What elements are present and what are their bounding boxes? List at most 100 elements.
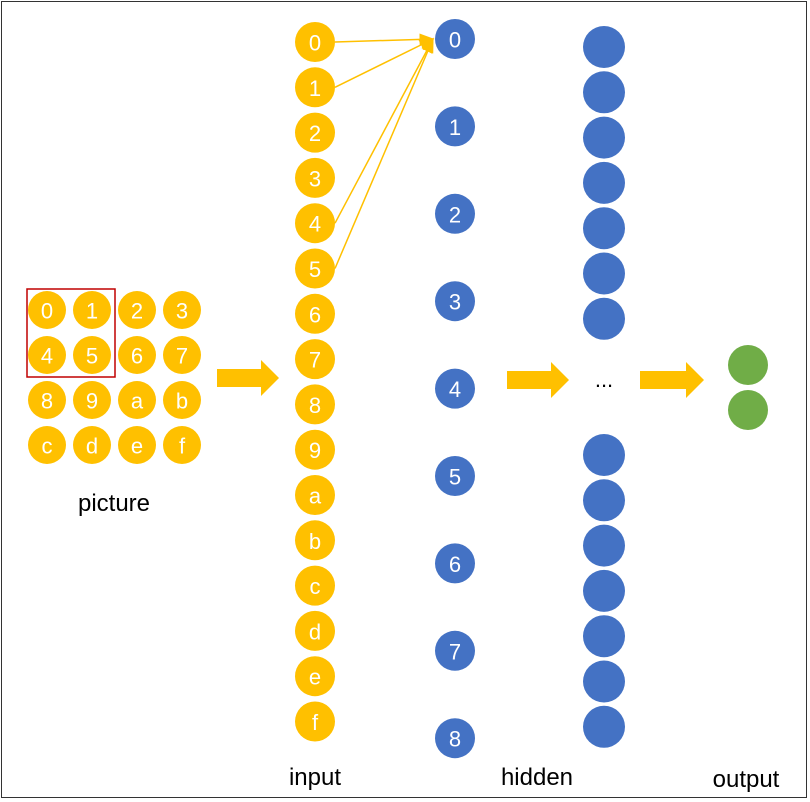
picture-pixel-c-label: c [42, 434, 53, 459]
deep-node-bottom-2 [583, 479, 625, 522]
deep-node-top-2 [583, 71, 625, 114]
picture-pixel-0-label: 0 [41, 299, 53, 324]
deep-node-bottom-4 [583, 569, 625, 612]
picture-pixel-d-label: d [86, 434, 98, 459]
hidden-node-3 [435, 281, 475, 322]
input-node-3 [295, 157, 335, 198]
connection-input-4-to-hidden-0 [334, 37, 434, 224]
hidden-node-1 [435, 106, 475, 147]
picture-pixel-a-label: a [131, 389, 144, 414]
input-node-8 [295, 384, 335, 425]
connection-input-5-to-hidden-0 [334, 37, 434, 269]
picture-pixel-f-label: f [179, 434, 186, 459]
input-node-8-label: 8 [309, 393, 321, 418]
input-node-c-label: c [310, 574, 321, 599]
input-node-0 [295, 22, 335, 62]
arrow-hidden-to-deep [507, 362, 569, 398]
picture-pixel-5 [73, 336, 111, 374]
input-node-4-label: 4 [309, 212, 321, 237]
deep-layer-ellipsis: ... [595, 367, 613, 392]
input-node-f-label: f [312, 710, 319, 735]
hidden-node-7-label: 7 [449, 639, 461, 664]
receptive-field-box [26, 288, 116, 378]
input-node-1 [295, 67, 335, 108]
hidden-node-5 [435, 456, 475, 496]
hidden-node-3-label: 3 [449, 290, 461, 315]
connection-input-0-to-hidden-0 [334, 33, 435, 46]
input-label: input [289, 764, 341, 791]
hidden-node-0 [435, 19, 475, 59]
arrow-deep-to-output [640, 362, 704, 398]
arrow-picture-to-input [217, 360, 279, 396]
output-label: output [713, 766, 780, 793]
input-node-d [295, 610, 335, 651]
deep-node-top-5 [583, 207, 625, 250]
picture-pixel-2-label: 2 [131, 299, 143, 324]
picture-pixel-5-label: 5 [86, 344, 98, 369]
input-node-7 [295, 339, 335, 380]
hidden-node-1-label: 1 [449, 115, 461, 140]
deep-node-bottom-6 [583, 660, 625, 703]
picture-pixel-8-label: 8 [41, 389, 53, 414]
hidden-node-8 [435, 718, 475, 759]
picture-pixel-6 [118, 336, 156, 374]
picture-pixel-b [163, 381, 201, 419]
deep-node-bottom-5 [583, 615, 625, 658]
input-node-e-label: e [309, 665, 321, 690]
hidden-node-5-label: 5 [449, 465, 461, 490]
picture-label: picture [78, 490, 150, 517]
input-node-b-label: b [309, 529, 321, 554]
input-node-1-label: 1 [309, 76, 321, 101]
hidden-node-7 [435, 630, 475, 671]
picture-pixel-9-label: 9 [86, 389, 98, 414]
hidden-label: hidden [501, 764, 573, 791]
input-node-6 [295, 293, 335, 334]
hidden-node-4-label: 4 [449, 377, 461, 402]
picture-pixel-a [118, 381, 156, 419]
picture-pixel-1-label: 1 [86, 299, 98, 324]
hidden-node-6-label: 6 [449, 552, 461, 577]
picture-pixel-e [118, 426, 156, 464]
input-node-c [295, 565, 335, 606]
deep-node-top-7 [583, 297, 625, 340]
input-node-4 [295, 203, 335, 244]
deep-node-bottom-1 [583, 434, 625, 476]
input-node-0-label: 0 [309, 31, 321, 56]
input-node-a-label: a [309, 484, 322, 509]
deep-node-top-1 [583, 26, 625, 68]
input-node-7-label: 7 [309, 348, 321, 373]
picture-pixel-b-label: b [176, 389, 188, 414]
output-node-2 [728, 390, 768, 430]
picture-pixel-1 [73, 291, 111, 329]
hidden-node-2-label: 2 [449, 202, 461, 227]
picture-pixel-8 [28, 381, 66, 419]
input-node-3-label: 3 [309, 166, 321, 191]
input-node-b [295, 520, 335, 561]
picture-pixel-4-label: 4 [41, 344, 53, 369]
picture-pixel-4 [28, 336, 66, 374]
picture-pixel-9 [73, 381, 111, 419]
picture-pixel-e-label: e [131, 434, 143, 459]
input-node-2-label: 2 [309, 121, 321, 146]
output-node-1 [728, 345, 768, 385]
picture-pixel-2 [118, 291, 156, 329]
input-node-d-label: d [309, 619, 321, 644]
picture-pixel-d [73, 426, 111, 464]
picture-pixel-7-label: 7 [176, 344, 188, 369]
picture-pixel-f [163, 426, 201, 464]
input-node-5-label: 5 [309, 257, 321, 282]
input-node-2 [295, 112, 335, 153]
deep-node-top-4 [583, 161, 625, 204]
hidden-node-0-label: 0 [449, 28, 461, 53]
hidden-node-2 [435, 193, 475, 234]
hidden-node-6 [435, 543, 475, 584]
deep-node-bottom-3 [583, 524, 625, 567]
picture-pixel-6-label: 6 [131, 344, 143, 369]
input-node-9 [295, 429, 335, 470]
input-node-f [295, 701, 335, 742]
input-node-a [295, 475, 335, 515]
input-node-9-label: 9 [309, 438, 321, 463]
picture-pixel-3-label: 3 [176, 299, 188, 324]
deep-node-top-3 [583, 116, 625, 159]
